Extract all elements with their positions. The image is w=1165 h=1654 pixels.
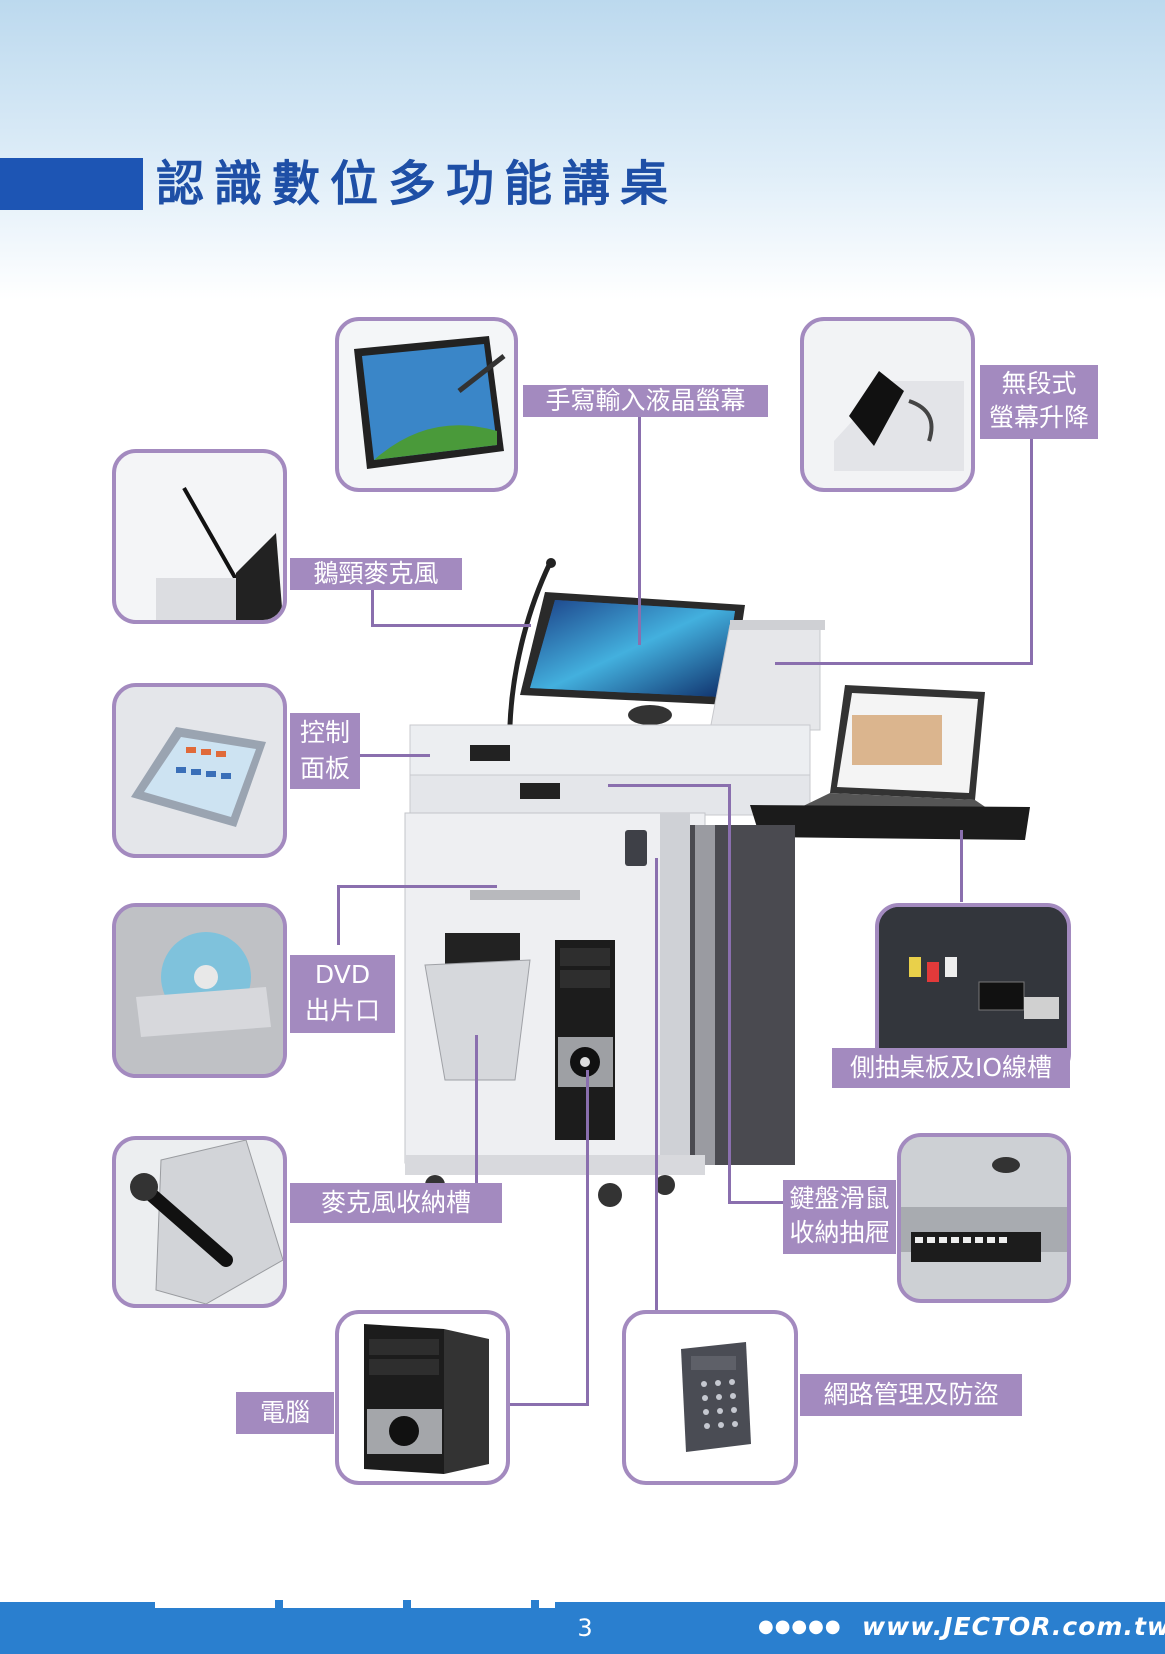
podium-illustration (404, 558, 1030, 1207)
footer-bar (0, 1602, 1165, 1654)
label-network-security: 網路管理及防盜 (800, 1374, 1022, 1416)
page-title: 認識數位多功能講桌 (156, 156, 679, 212)
connector-line (775, 662, 1033, 665)
connector-line (1030, 438, 1033, 664)
label-dvd-line2: 出片口 (304, 996, 380, 1025)
label-gooseneck-mic: 鵝頸麥克風 (290, 558, 462, 590)
connector-line (655, 858, 658, 1313)
label-keyboard-drawer: 鍵盤滑鼠 收納抽屜 (783, 1180, 896, 1254)
website-url: www.JECTOR.com.tw (862, 1612, 1165, 1641)
connector-line (350, 754, 430, 757)
label-keyboard-drawer-line1: 鍵盤滑鼠 (789, 1184, 890, 1213)
header-gradient (0, 0, 1165, 300)
connector-line (337, 885, 497, 888)
photo-keyboard-drawer (897, 1133, 1071, 1303)
connector-line (586, 1070, 589, 1405)
label-touch-screen: 手寫輸入液晶螢幕 (523, 385, 768, 417)
connector-line (475, 1035, 478, 1215)
footer-tabs (155, 1600, 555, 1608)
photo-network-keypad (622, 1310, 798, 1485)
photo-control-panel (112, 683, 287, 858)
connector-line (728, 784, 731, 1204)
page-number: 3 (577, 1614, 593, 1642)
label-screen-lift-line1: 無段式 (1001, 369, 1077, 398)
label-control-panel-line2: 面板 (299, 754, 350, 783)
connector-line (510, 1403, 589, 1406)
footer-dots-icon: ●●●●● (758, 1616, 842, 1637)
connector-line (960, 830, 963, 902)
label-computer: 電腦 (236, 1392, 334, 1434)
photo-mic-storage (112, 1136, 287, 1308)
connector-line (371, 624, 531, 627)
label-control-panel-line1: 控制 (299, 718, 350, 747)
photo-computer (335, 1310, 510, 1485)
label-mic-storage: 麥克風收納槽 (290, 1183, 502, 1223)
connector-line (608, 784, 730, 787)
label-screen-lift: 無段式 螢幕升降 (980, 365, 1098, 439)
connector-line (371, 589, 374, 627)
connector-line (728, 1201, 783, 1204)
label-control-panel: 控制 面板 (290, 713, 360, 789)
photo-screen-lift (800, 317, 975, 492)
photo-dvd-tray (112, 903, 287, 1078)
title-accent-bar (0, 158, 143, 210)
photo-gooseneck-mic (112, 449, 287, 624)
label-dvd: DVD 出片口 (290, 955, 395, 1033)
label-keyboard-drawer-line2: 收納抽屜 (789, 1218, 890, 1247)
label-screen-lift-line2: 螢幕升降 (988, 403, 1089, 432)
connector-line (337, 885, 340, 945)
photo-touch-screen (335, 317, 518, 492)
label-side-desk: 側抽桌板及IO線槽 (832, 1048, 1070, 1088)
connector-line (638, 410, 641, 645)
label-dvd-line1: DVD (314, 960, 371, 989)
